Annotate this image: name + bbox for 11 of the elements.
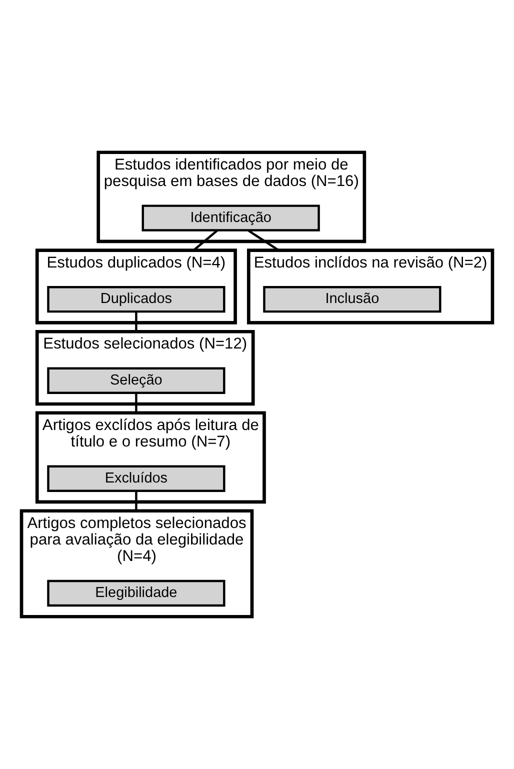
node-box: Elegibilidade [47, 580, 226, 607]
node-box: Excluídos [47, 465, 226, 492]
node-box: Duplicados [47, 286, 226, 313]
connector [192, 230, 218, 252]
connector [135, 490, 138, 511]
connector [248, 230, 280, 252]
node-box: Inclusão [263, 286, 442, 313]
connector [135, 312, 138, 332]
node-box: Identificação [142, 204, 320, 232]
node-box: Seleção [47, 367, 226, 394]
connector [135, 393, 138, 413]
